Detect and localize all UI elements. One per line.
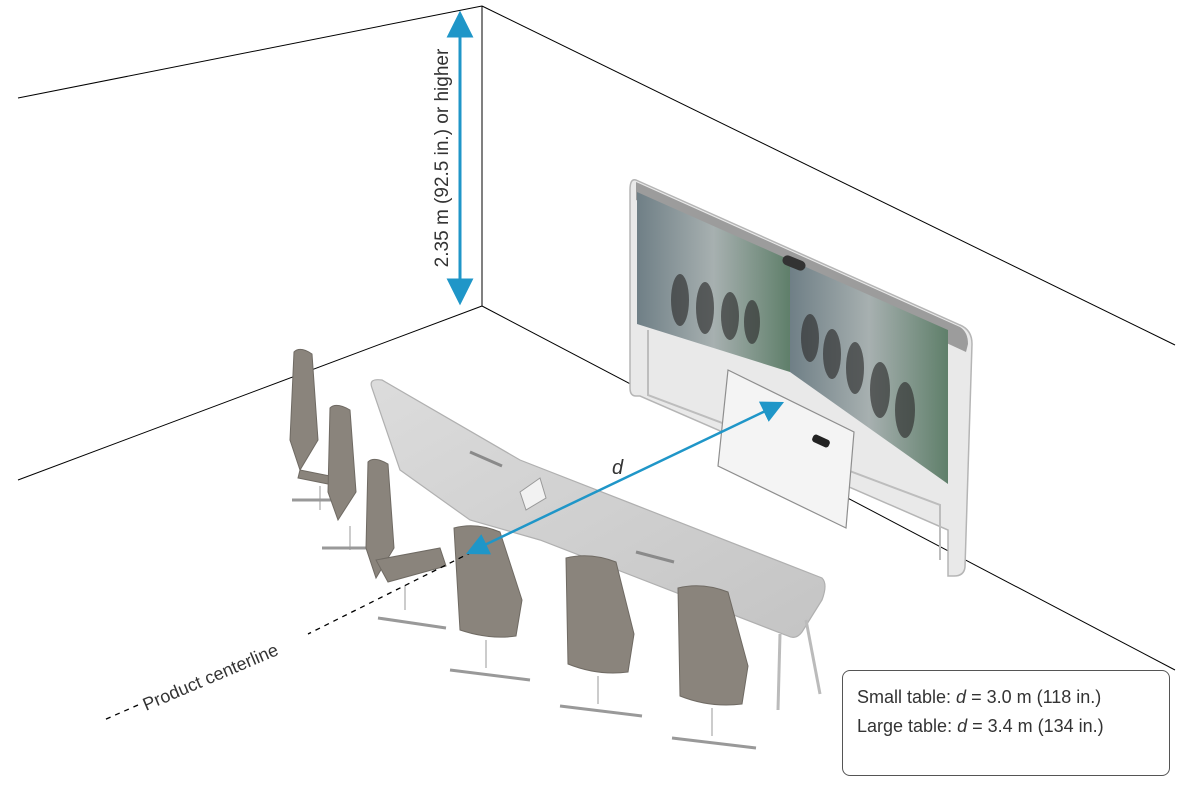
left-wall-top-edge bbox=[17, 5, 483, 99]
height-dimension-label: 2.35 m (92.5 in.) or higher bbox=[432, 48, 453, 267]
legend-small-value: = 3.0 m (118 in.) bbox=[966, 687, 1102, 707]
distance-arrow bbox=[465, 401, 785, 555]
chair-4 bbox=[449, 525, 531, 682]
left-wall-floor-edge bbox=[17, 305, 483, 481]
distance-legend: Small table: d = 3.0 m (118 in.) Large t… bbox=[842, 670, 1170, 776]
chairs bbox=[289, 348, 757, 750]
centerline-lead bbox=[103, 704, 139, 721]
right-wall-top-edge bbox=[481, 5, 1176, 346]
legend-small-prefix: Small table: bbox=[857, 687, 957, 707]
legend-small-table: Small table: d = 3.0 m (118 in.) bbox=[857, 683, 1155, 712]
centerline-line bbox=[307, 551, 473, 635]
chair-6 bbox=[671, 585, 757, 750]
chair-5 bbox=[559, 555, 643, 718]
legend-large-value: = 3.4 m (134 in.) bbox=[967, 716, 1104, 736]
legend-large-table: Large table: d = 3.4 m (134 in.) bbox=[857, 712, 1155, 741]
video-device bbox=[629, 178, 973, 577]
distance-label: d bbox=[612, 457, 624, 479]
legend-large-prefix: Large table: bbox=[857, 716, 958, 736]
legend-small-var: d bbox=[956, 687, 967, 707]
centerline-label: Product centerline bbox=[140, 640, 281, 715]
chair-3 bbox=[365, 458, 447, 630]
legend-large-var: d bbox=[957, 716, 968, 736]
chair-2 bbox=[322, 404, 384, 550]
